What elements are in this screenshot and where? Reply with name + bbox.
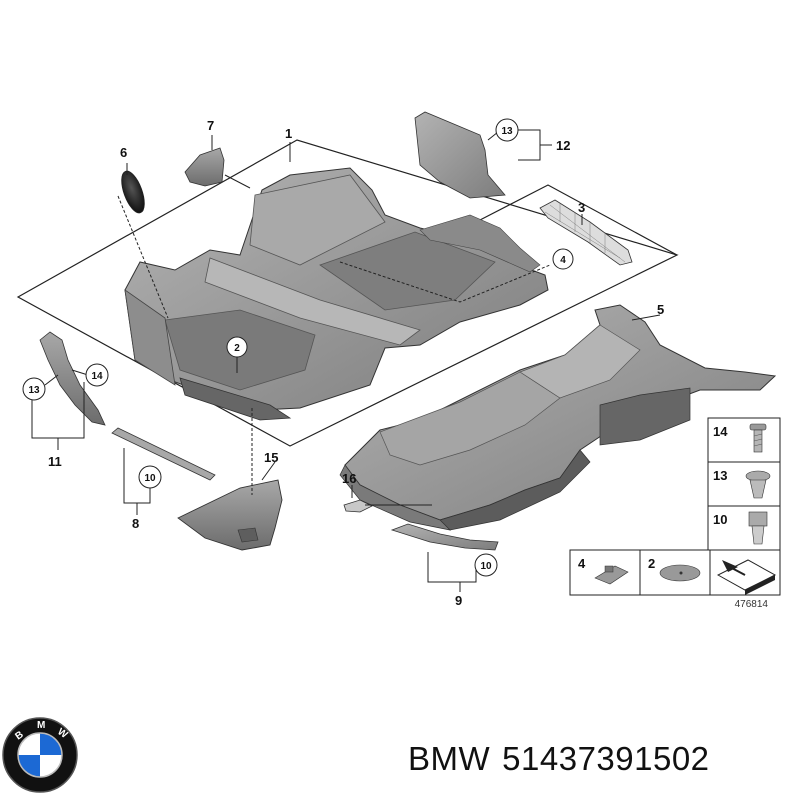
leader-15 [261,461,276,481]
leader-12 [518,129,541,161]
callout-15: 15 [264,450,278,465]
callout-6: 6 [120,145,127,160]
diagram-reference-number: 476814 [735,599,769,610]
circled-callout-13-left: 13 [22,377,46,401]
circled-callout-14-left: 14 [85,363,109,387]
svg-text:10: 10 [480,561,492,572]
part-7-bracket [184,147,225,187]
callout-5: 5 [657,302,664,317]
group-frame-rear-link [479,184,678,256]
callout-8: 8 [132,516,139,531]
legend-label-10: 10 [713,512,727,527]
circled-callout-4: 4 [552,248,574,270]
svg-text:14: 14 [91,371,103,382]
callout-7: 7 [207,118,214,133]
callout-16: 16 [342,471,356,486]
leader-dashed-6 [117,195,169,319]
part-12-trim-panel [414,111,506,199]
push-clip-icon [745,470,771,499]
leader-13-left [44,374,59,386]
screw-icon [749,423,767,453]
circled-callout-10-left: 10 [138,465,162,489]
legend-label-2: 2 [648,556,655,571]
part-15-floor-mat [177,479,283,551]
callout-9: 9 [455,593,462,608]
circled-callout-10-bottom: 10 [474,553,498,577]
direction-arrow-icon [716,559,777,595]
circled-callout-2: 2 [226,336,248,358]
legend-label-4: 4 [578,556,586,571]
front-floor-carpet [124,167,549,421]
leader-9 [427,552,477,583]
callout-1: 1 [285,126,292,141]
svg-text:2: 2 [234,343,240,354]
part-caption: BMW 51437391502 [408,740,722,778]
leader-14-left [71,369,89,376]
callout-12: 12 [556,138,570,153]
part-6-pad [121,170,145,214]
part-5-rear-carpet [339,304,777,531]
clip-bracket-icon [594,565,629,585]
circled-callout-13-top: 13 [495,118,519,142]
brand-label: BMW [408,740,491,777]
part-15-mat-notch [237,527,259,543]
leader-dashed-4 [339,261,551,303]
clip-nut-icon [748,511,768,545]
part-8-strip [111,427,216,481]
callout-3: 3 [578,200,585,215]
svg-text:M: M [37,720,45,731]
fastener-legend: 14 13 10 [707,417,781,551]
svg-text:13: 13 [501,126,513,137]
part-number: 51437391502 [502,740,710,777]
part-11-pillar-trim [39,331,106,426]
bmw-logo-icon: B M W [2,717,78,793]
legend-label-14: 14 [713,424,728,439]
callout-11: 11 [48,454,62,469]
part-9-sill-strip [390,523,499,551]
legend-label-13: 13 [713,468,727,483]
round-pad-icon [659,564,701,582]
svg-text:10: 10 [144,473,156,484]
svg-text:13: 13 [28,385,40,396]
part-16-clip [343,499,373,513]
leader-5 [631,314,661,321]
leader-7b [224,174,251,189]
accessory-legend: 4 2 [569,549,781,596]
part-3-mesh-pattern [544,203,626,263]
svg-text:4: 4 [560,255,566,266]
